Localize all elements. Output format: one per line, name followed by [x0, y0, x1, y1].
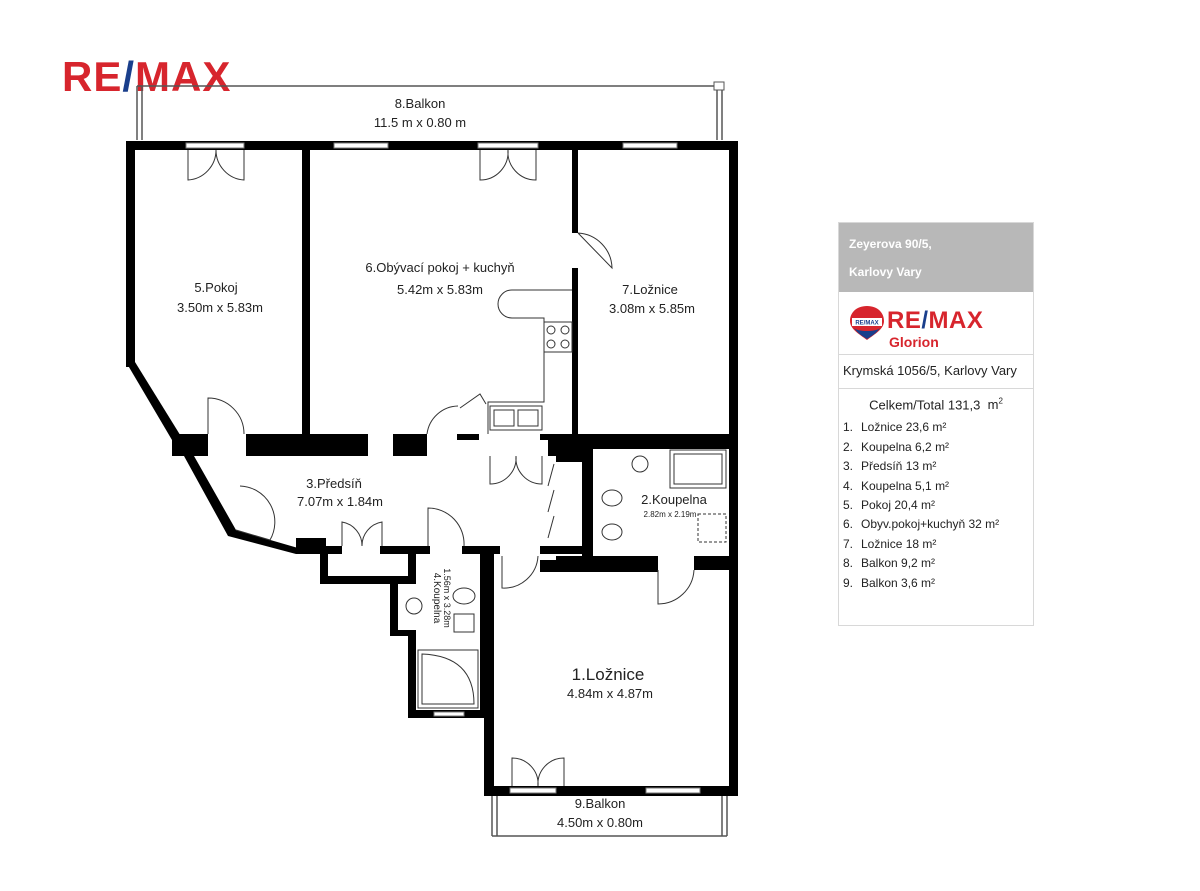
street-label: Zeyerova 90/5, [849, 237, 932, 251]
balloon-logo-icon: RE/MAX [850, 306, 884, 340]
loznice-1-dims: 4.84m x 4.87m [567, 686, 653, 701]
room-area-text: Ložnice 18 m² [861, 536, 937, 551]
brand-block: RE/MAX RE/MAX Glorion [839, 292, 1033, 355]
info-panel: Zeyerova 90/5, Karlovy Vary RE/MAX RE/MA… [838, 222, 1034, 626]
windows [185, 142, 701, 794]
walls [126, 141, 738, 796]
room-area-item: 7. Ložnice 18 m² [843, 535, 1033, 554]
balcony-8-name: 8.Balkon [395, 96, 446, 111]
koupelna-2-dims: 2.82m x 2.19m [644, 510, 697, 519]
balcony-8-dims: 11.5 m x 0.80 m [374, 115, 466, 130]
room-area-text: Balkon 3,6 m² [861, 575, 936, 590]
predsin-3-name: 3.Předsíň [306, 476, 362, 491]
svg-text:RE/MAX: RE/MAX [855, 321, 878, 327]
room-area-text: Předsíň 13 m² [861, 459, 937, 474]
room-area-item: 5. Pokoj 20,4 m² [843, 496, 1033, 515]
room-area-item: 4. Koupelna 5,1 m² [843, 477, 1033, 496]
brand-name: RE/MAX [887, 307, 984, 334]
koupelna-4-name: 4.Koupelna [431, 573, 442, 624]
koupelna-4-dims: 1.56m x 3.28m [442, 568, 452, 628]
room-area-number: 5. [843, 497, 854, 512]
room-area-number: 2. [843, 439, 854, 454]
room-area-list: 1. Ložnice 23,6 m² 2. Koupelna 6,2 m² 3. Před… [839, 418, 1033, 593]
room-area-number: 4. [843, 478, 854, 493]
remax-logo: RE/MAX [62, 53, 232, 100]
room-area-item: 1. Ložnice 23,6 m² [843, 418, 1033, 437]
info-header: Zeyerova 90/5, Karlovy Vary [839, 223, 1033, 292]
doors [187, 149, 695, 787]
city-label: Karlovy Vary [849, 265, 922, 279]
room-area-text: Pokoj 20,4 m² [861, 497, 936, 512]
room-area-item: 3. Předsíň 13 m² [843, 457, 1033, 476]
room-area-number: 8. [843, 556, 854, 571]
bathroom-4-fixtures [405, 587, 479, 709]
predsin-3-dims: 7.07m x 1.84m [297, 494, 383, 509]
bathroom-2-fixtures [601, 449, 727, 543]
balcony-9-railing [491, 790, 728, 837]
room-area-item: 9. Balkon 3,6 m² [843, 574, 1033, 593]
balcony-9-name: 9.Balkon [575, 796, 626, 811]
loznice-1-name: 1.Ložnice [572, 665, 645, 684]
room-area-text: Ložnice 23,6 m² [861, 420, 947, 435]
room-area-number: 7. [843, 536, 854, 551]
room-area-number: 9. [843, 575, 854, 590]
balcony-9-dims: 4.50m x 0.80m [557, 815, 643, 830]
loznice-7-name: 7.Ložnice [622, 282, 678, 297]
room-area-text: Koupelna 6,2 m² [861, 439, 950, 454]
room-area-text: Balkon 9,2 m² [861, 556, 936, 571]
koupelna-2-name: 2.Koupelna [641, 492, 708, 507]
room-area-item: 8. Balkon 9,2 m² [843, 554, 1033, 573]
room-area-text: Koupelna 5,1 m² [861, 478, 950, 493]
room-area-number: 3. [843, 459, 854, 474]
pokoj-5-name: 5.Pokoj [194, 280, 237, 295]
room-area-item: 2. Koupelna 6,2 m² [843, 438, 1033, 457]
balcony-8-railing [136, 85, 723, 140]
loznice-7-dims: 3.08m x 5.85m [609, 301, 695, 316]
brand-subtitle: Glorion [889, 334, 939, 350]
room-area-number: 1. [843, 420, 854, 435]
total-area: Celkem/Total 131,3 m2 [869, 397, 1003, 413]
obyvaci-6-dims: 5.42m x 5.83m [397, 282, 483, 297]
office-address: Krymská 1056/5, Karlovy Vary [839, 355, 1033, 389]
room-area-item: 6. Obyv.pokoj+kuchyň 32 m² [843, 515, 1033, 534]
kitchen-counter [459, 289, 573, 434]
obyvaci-6-name: 6.Obývací pokoj + kuchyň [365, 260, 514, 275]
pokoj-5-dims: 3.50m x 5.83m [177, 300, 263, 315]
room-area-text: Obyv.pokoj+kuchyň 32 m² [861, 517, 1000, 532]
room-area-number: 6. [843, 517, 854, 532]
